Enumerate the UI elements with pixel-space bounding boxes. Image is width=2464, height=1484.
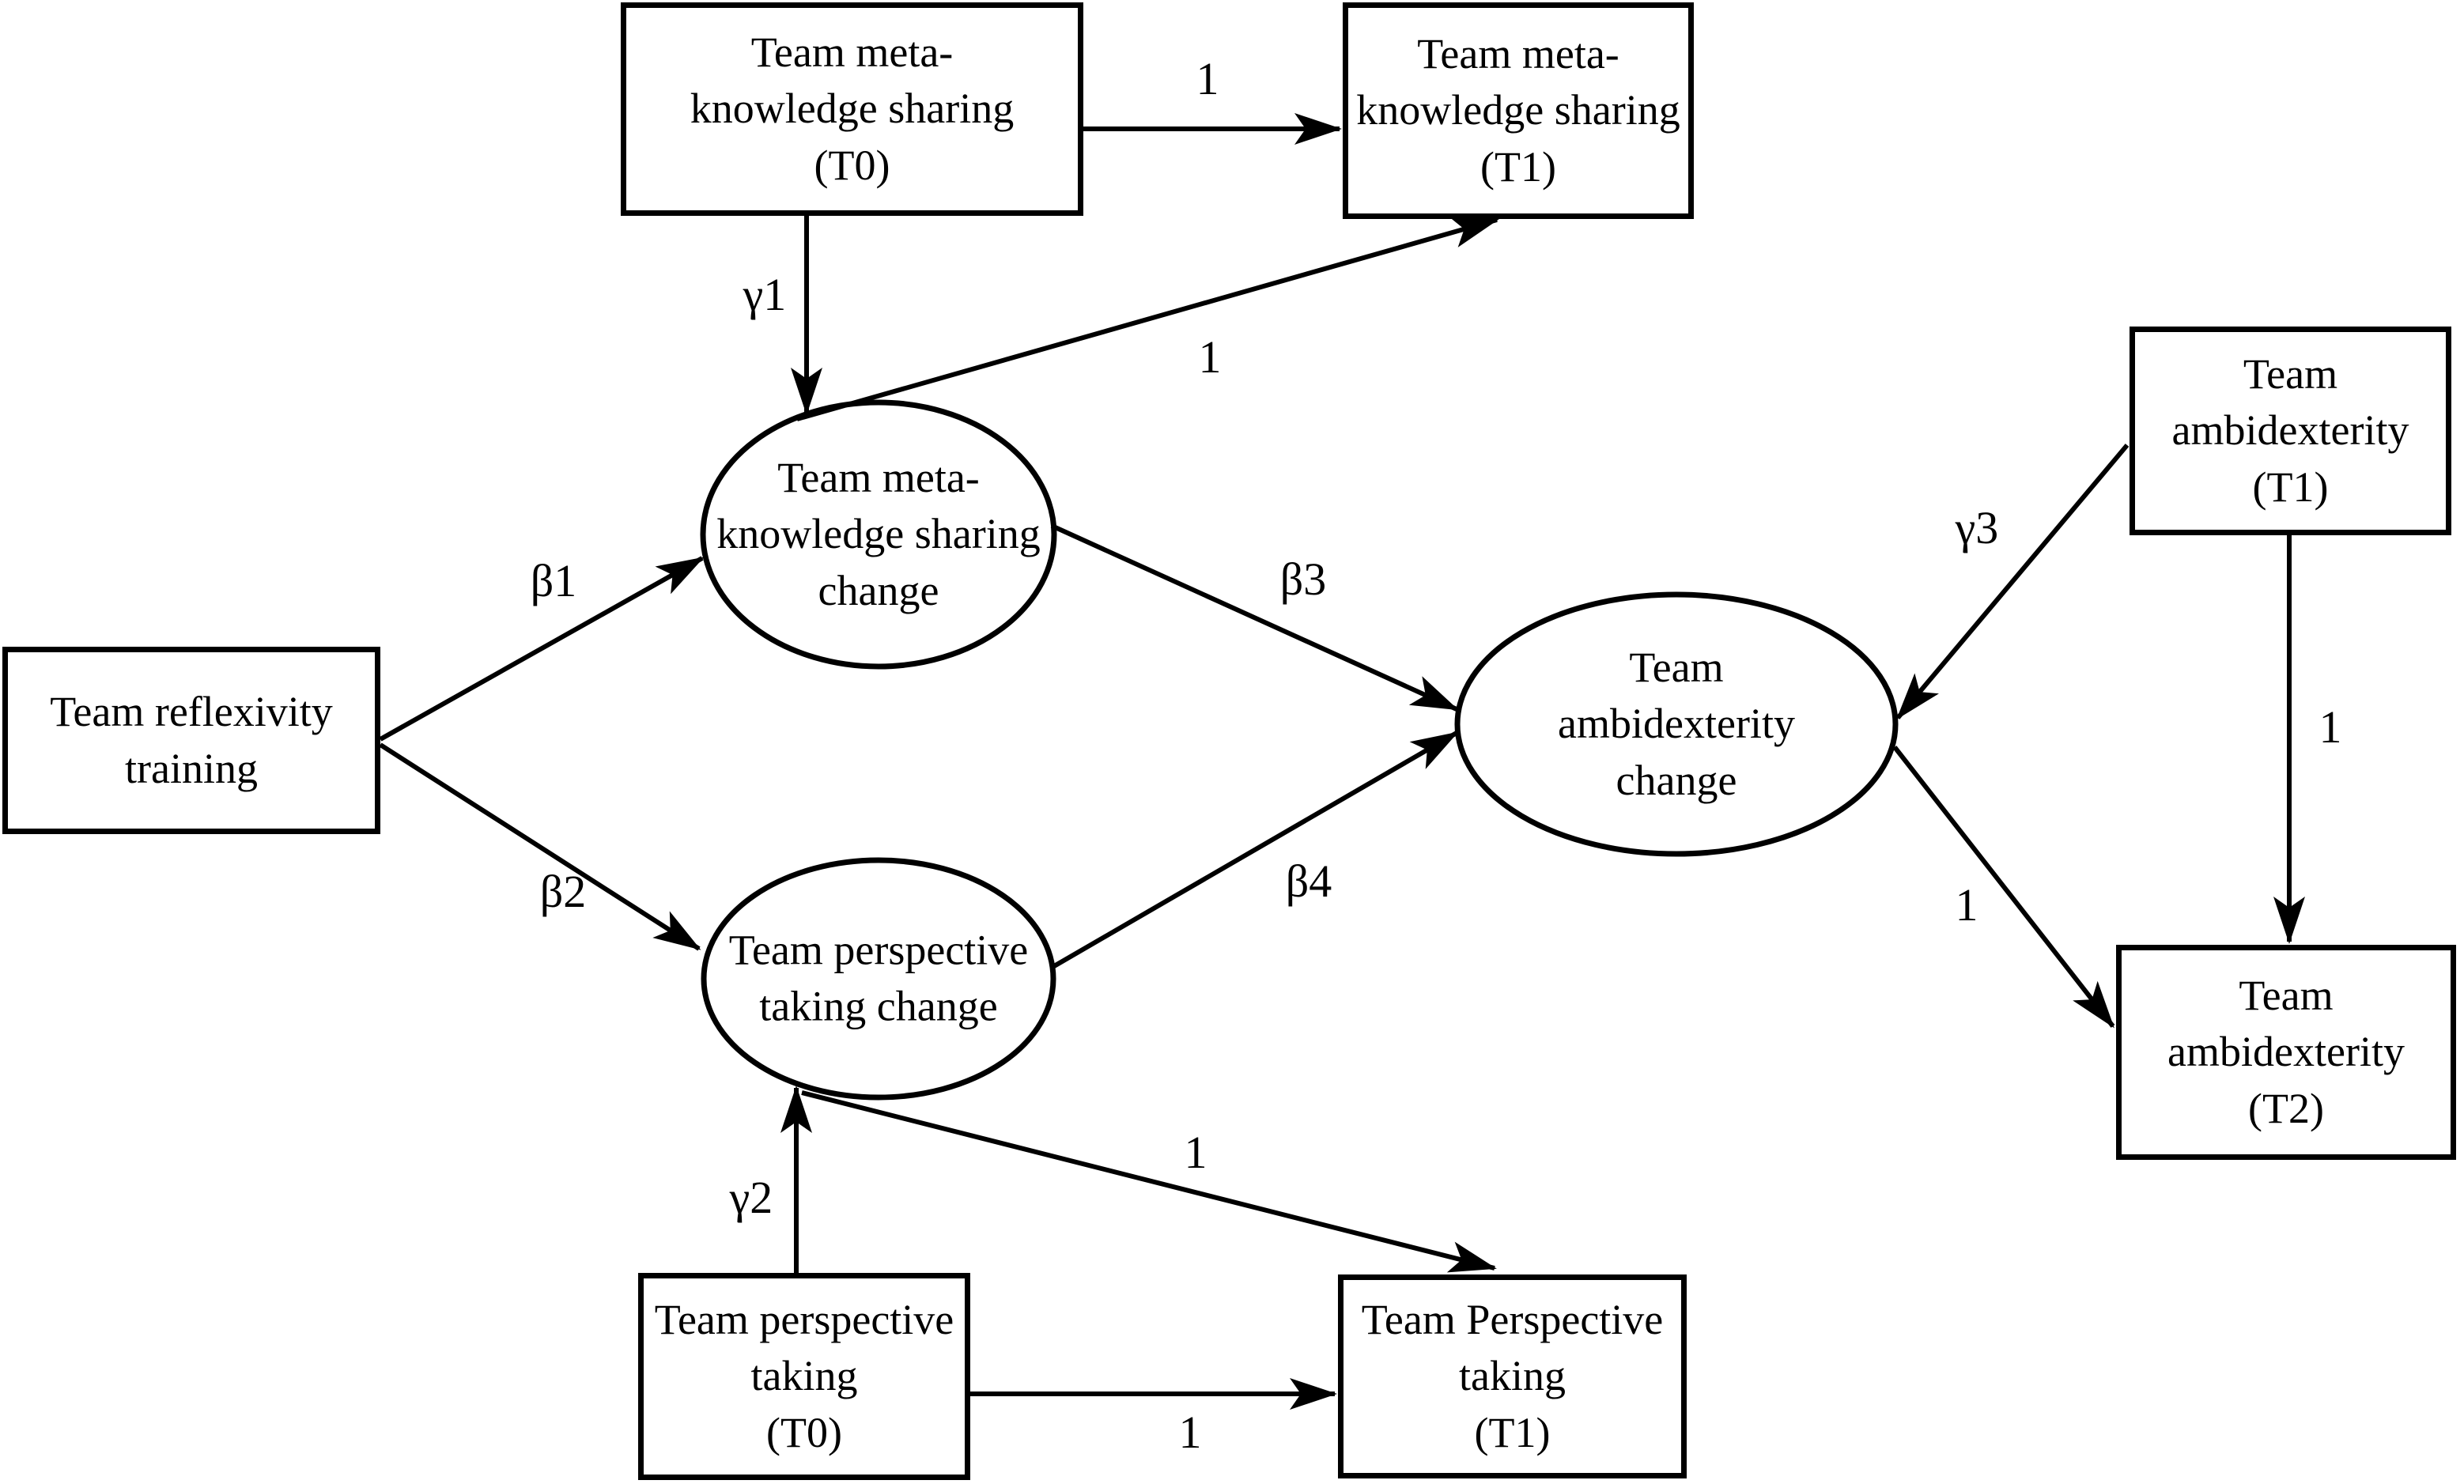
edge-label-beta1: β1: [530, 555, 577, 606]
arrow-persp-change-to-persp-t1: [801, 1090, 1497, 1273]
edge-label-persp-t0-to-persp-t1: 1: [1178, 1407, 1202, 1458]
arrow-ambi-change-to-ambi-t2: [1892, 746, 2115, 1029]
edge-label-beta4: β4: [1285, 855, 1332, 907]
box-team-reflexivity-training: Team reflexivity training: [2, 647, 380, 834]
edge-label-persp-change-to-persp-t1: 1: [1184, 1127, 1207, 1178]
edge-label-beta2: β2: [539, 866, 587, 917]
arrow-meta-change-to-meta-t1: [796, 217, 1499, 421]
box-team-perspective-taking-t1: Team Perspective taking (T1): [1338, 1274, 1687, 1478]
edge-label-gamma3: γ3: [1955, 502, 1999, 553]
arrow-beta3: [1050, 523, 1459, 712]
label-team-perspective-taking-change: Team perspective taking change: [728, 926, 1029, 1030]
arrow-beta2: [379, 742, 701, 951]
box-team-ambidexterity-t1: Team ambidexterity (T1): [2130, 327, 2451, 535]
edge-label-meta-t0-to-meta-t1: 1: [1196, 53, 1219, 104]
edge-label-meta-change-to-meta-t1: 1: [1198, 331, 1222, 383]
box-team-perspective-taking-t0: Team perspective taking (T0): [638, 1273, 970, 1480]
box-team-ambidexterity-t2: Team ambidexterity (T2): [2116, 945, 2456, 1160]
arrow-beta4: [1052, 731, 1459, 969]
edge-label-gamma1: γ1: [743, 269, 787, 320]
box-team-meta-knowledge-sharing-t1: Team meta- knowledge sharing (T1): [1343, 2, 1694, 219]
edge-label-ambi-t1-to-ambi-t2: 1: [2319, 701, 2342, 753]
ellipse-team-perspective-taking-change: [701, 857, 1056, 1101]
arrow-gamma3: [1895, 444, 2130, 720]
edge-label-beta3: β3: [1279, 553, 1327, 605]
box-team-meta-knowledge-sharing-t0: Team meta- knowledge sharing (T0): [621, 2, 1083, 216]
edge-label-gamma2: γ2: [729, 1172, 773, 1223]
ellipse-team-meta-knowledge-sharing-change: [700, 399, 1057, 670]
ellipse-team-ambidexterity-change: [1454, 591, 1899, 857]
arrow-beta1: [379, 556, 705, 742]
edge-label-ambi-change-to-ambi-t2: 1: [1955, 879, 1978, 931]
label-team-meta-knowledge-sharing-change: Team meta- knowledge sharing change: [716, 454, 1041, 614]
label-team-ambidexterity-change: Team ambidexterity change: [1558, 644, 1795, 804]
